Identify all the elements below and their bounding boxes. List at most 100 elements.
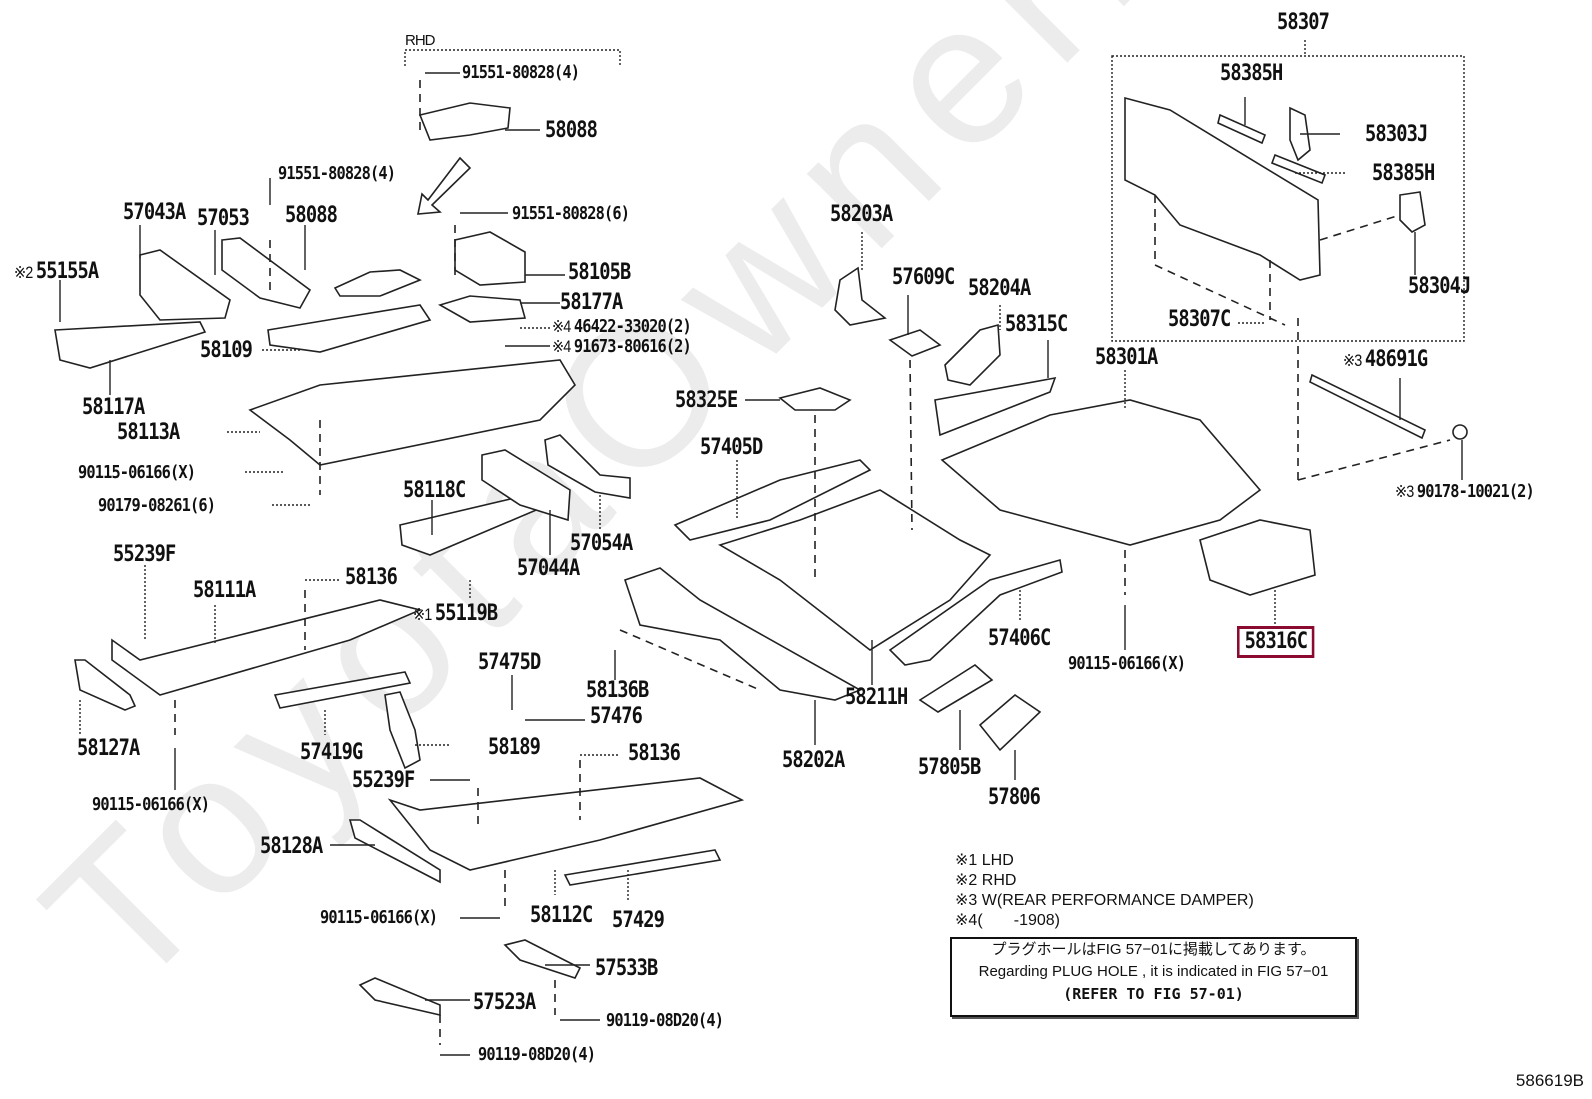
part-58203A bbox=[834, 266, 887, 326]
callout-57609C[interactable]: 57609C bbox=[892, 265, 955, 290]
direction-arrow-icon bbox=[417, 156, 472, 215]
part-58316C bbox=[1199, 519, 1316, 596]
part-57806 bbox=[978, 693, 1042, 752]
callout-58211H[interactable]: 58211H bbox=[845, 685, 908, 710]
callout-91551-80828-b[interactable]: 91551-80828(6) bbox=[512, 203, 630, 224]
callout-57406C[interactable]: 57406C bbox=[988, 626, 1051, 651]
callout-90115-06166-a[interactable]: 90115-06166(X) bbox=[78, 462, 196, 483]
part-58088 bbox=[333, 269, 422, 297]
callout-57044A[interactable]: 57044A bbox=[517, 556, 580, 581]
legend-note-4: ※4( -1908) bbox=[955, 912, 1061, 929]
part-58177A bbox=[437, 295, 527, 323]
notice-japanese: プラグホールはFIG 57−01に掲載してあります。 bbox=[991, 941, 1316, 958]
callout-57806[interactable]: 57806 bbox=[988, 785, 1041, 810]
callout-55239F-b[interactable]: 55239F bbox=[352, 768, 415, 793]
callout-58204A[interactable]: 58204A bbox=[968, 276, 1031, 301]
rhd-bracket bbox=[404, 49, 621, 66]
part-58385H-upper bbox=[1217, 113, 1267, 145]
part-58109 bbox=[267, 304, 432, 353]
callout-57476[interactable]: 57476 bbox=[590, 704, 643, 729]
callout-58105B[interactable]: 58105B bbox=[568, 260, 631, 285]
callout-58189[interactable]: 58189 bbox=[488, 735, 541, 760]
part-57054A bbox=[544, 434, 631, 499]
legend-note-2: ※2 RHD bbox=[955, 872, 1017, 889]
callout-58202A[interactable]: 58202A bbox=[782, 748, 845, 773]
part-58202A bbox=[623, 567, 862, 701]
part-58117A bbox=[54, 321, 207, 369]
part-48691G bbox=[1309, 373, 1427, 440]
callout-58307[interactable]: 58307 bbox=[1277, 10, 1330, 35]
part-57429 bbox=[563, 849, 722, 886]
callout-91551-80828-a[interactable]: 91551-80828(4) bbox=[278, 163, 396, 184]
callout-57419G[interactable]: 57419G bbox=[300, 740, 363, 765]
callout-57405D[interactable]: 57405D bbox=[700, 435, 763, 460]
callout-57533B[interactable]: 57533B bbox=[595, 956, 658, 981]
callout-58177A[interactable]: 58177A bbox=[560, 290, 623, 315]
callout-58385H-a[interactable]: 58385H bbox=[1220, 61, 1283, 86]
callout-58301A[interactable]: 58301A bbox=[1095, 345, 1158, 370]
callout-58203A[interactable]: 58203A bbox=[830, 202, 893, 227]
callout-90115-06166-c[interactable]: 90115-06166(X) bbox=[320, 907, 438, 928]
rhd-header: RHD bbox=[405, 32, 435, 49]
callout-58117A[interactable]: 58117A bbox=[82, 395, 145, 420]
leader-lines bbox=[59, 72, 1463, 1056]
callout-58127A[interactable]: 58127A bbox=[77, 736, 140, 761]
part-57053 bbox=[221, 237, 312, 309]
assembly-box-58307 bbox=[1111, 55, 1465, 342]
callout-58109[interactable]: 58109 bbox=[200, 338, 253, 363]
callout-57805B[interactable]: 57805B bbox=[918, 755, 981, 780]
part-58105B bbox=[454, 231, 526, 286]
callout-58118C[interactable]: 58118C bbox=[403, 478, 466, 503]
callout-57475D[interactable]: 57475D bbox=[478, 650, 541, 675]
callout-58304J[interactable]: 58304J bbox=[1408, 274, 1471, 299]
callout-90119-08D20-b[interactable]: 90119-08D20(4) bbox=[478, 1044, 596, 1065]
callout-58113A[interactable]: 58113A bbox=[117, 420, 180, 445]
part-90178-10021 bbox=[1452, 424, 1468, 440]
part-58111A bbox=[111, 599, 423, 696]
part-57533B bbox=[503, 939, 582, 979]
callout-57054A[interactable]: 57054A bbox=[570, 531, 633, 556]
callout-58136B[interactable]: 58136B bbox=[586, 678, 649, 703]
figure-id: 586619B bbox=[1515, 1071, 1584, 1090]
callout-58385H-b[interactable]: 58385H bbox=[1372, 161, 1435, 186]
callout-58136-a[interactable]: 58136 bbox=[345, 565, 398, 590]
part-58211H bbox=[718, 489, 992, 651]
notice-refer: (REFER TO FIG 57-01) bbox=[1063, 985, 1244, 1003]
part-57523A bbox=[358, 977, 441, 1017]
callout-57523A[interactable]: 57523A bbox=[473, 990, 536, 1015]
callout-57043A[interactable]: 57043A bbox=[123, 200, 186, 225]
part-58112C bbox=[387, 777, 745, 871]
callout-91551-80828-rhd[interactable]: 91551-80828(4) bbox=[462, 62, 580, 83]
part-58128A bbox=[348, 819, 441, 884]
part-58325E bbox=[778, 387, 852, 411]
callout-58303J[interactable]: 58303J bbox=[1365, 122, 1428, 147]
callout-58128A[interactable]: 58128A bbox=[260, 834, 323, 859]
legend-note-3: ※3 W(REAR PERFORMANCE DAMPER) bbox=[955, 892, 1254, 909]
callout-58315C[interactable]: 58315C bbox=[1005, 312, 1068, 337]
callout-90179-08261[interactable]: 90179-08261(6) bbox=[98, 495, 216, 516]
callout-58088-rhd[interactable]: 58088 bbox=[545, 118, 598, 143]
callout-55239F-a[interactable]: 55239F bbox=[113, 542, 176, 567]
plug-hole-notice: プラグホールはFIG 57−01に掲載してあります。 Regarding PLU… bbox=[950, 937, 1357, 1017]
callout-58111A[interactable]: 58111A bbox=[193, 578, 256, 603]
callout-58307C[interactable]: 58307C bbox=[1168, 307, 1231, 332]
part-57406C bbox=[888, 558, 1063, 666]
part-58127A bbox=[74, 659, 137, 711]
part-58088-rhd bbox=[418, 102, 511, 141]
callout-57053[interactable]: 57053 bbox=[197, 206, 250, 231]
callout-58088[interactable]: 58088 bbox=[285, 203, 338, 228]
callout-90119-08D20-a[interactable]: 90119-08D20(4) bbox=[606, 1010, 724, 1031]
callout-90115-06166-b[interactable]: 90115-06166(X) bbox=[92, 794, 210, 815]
callout-90115-06166-d[interactable]: 90115-06166(X) bbox=[1068, 653, 1186, 674]
callout-57429[interactable]: 57429 bbox=[612, 908, 665, 933]
callout-58325E[interactable]: 58325E bbox=[675, 388, 738, 413]
callout-58112C[interactable]: 58112C bbox=[530, 903, 593, 928]
callout-58136-b[interactable]: 58136 bbox=[628, 741, 681, 766]
callout-58316C-highlighted[interactable]: 58316C bbox=[1237, 626, 1315, 658]
